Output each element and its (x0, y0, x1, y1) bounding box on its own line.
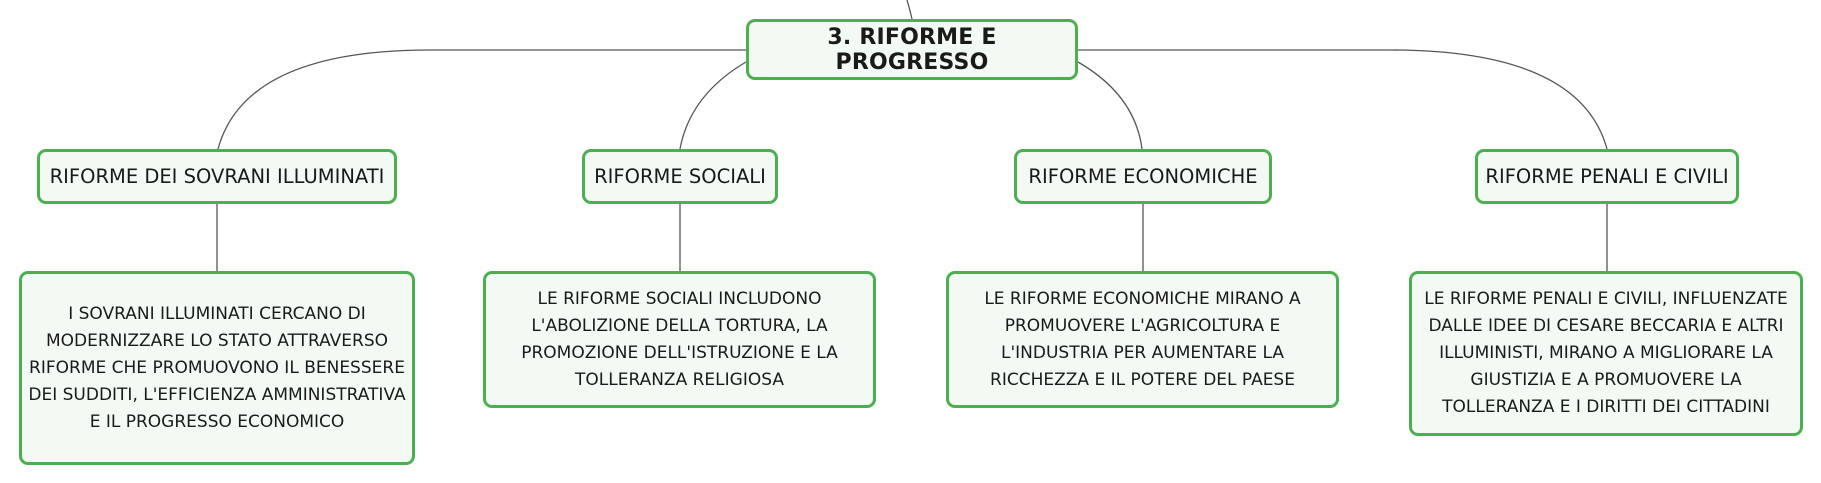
branch-riforme-sovrani-illuminati[interactable]: RIFORME DEI SOVRANI ILLUMINATI (37, 149, 397, 204)
detail-text: LE RIFORME PENALI E CIVILI, INFLUENZATE … (1424, 289, 1788, 417)
detail-text: LE RIFORME ECONOMICHE MIRANO A PROMUOVER… (984, 288, 1301, 390)
branch-label: RIFORME DEI SOVRANI ILLUMINATI (49, 165, 385, 188)
connector-root-branch-2 (679, 61, 747, 150)
branch-riforme-sociali[interactable]: RIFORME SOCIALI (582, 149, 778, 204)
root-topic-label: 3. RIFORME E PROGRESSO (827, 24, 997, 75)
root-topic[interactable]: 3. RIFORME E PROGRESSO (746, 19, 1078, 80)
connector-root-branch-3 (1077, 61, 1143, 150)
branch-label: RIFORME ECONOMICHE (1028, 165, 1258, 188)
connector-root-branch-4 (1078, 49, 1608, 150)
detail-riforme-penali-civili[interactable]: LE RIFORME PENALI E CIVILI, INFLUENZATE … (1409, 271, 1803, 436)
detail-riforme-sociali[interactable]: LE RIFORME SOCIALI INCLUDONO L'ABOLIZION… (483, 271, 876, 408)
detail-riforme-economiche[interactable]: LE RIFORME ECONOMICHE MIRANO A PROMUOVER… (946, 271, 1339, 408)
branch-riforme-penali-civili[interactable]: RIFORME PENALI E CIVILI (1475, 149, 1739, 204)
detail-riforme-sovrani-illuminati[interactable]: I SOVRANI ILLUMINATI CERCANO DI MODERNIZ… (19, 271, 415, 465)
detail-text: I SOVRANI ILLUMINATI CERCANO DI MODERNIZ… (28, 303, 406, 432)
branch-riforme-economiche[interactable]: RIFORME ECONOMICHE (1014, 149, 1272, 204)
branch-label: RIFORME PENALI E CIVILI (1485, 165, 1729, 188)
detail-text: LE RIFORME SOCIALI INCLUDONO L'ABOLIZION… (521, 288, 838, 390)
branch-label: RIFORME SOCIALI (594, 165, 766, 188)
connector-parent (906, 0, 913, 20)
connector-root-branch-1 (217, 49, 746, 150)
